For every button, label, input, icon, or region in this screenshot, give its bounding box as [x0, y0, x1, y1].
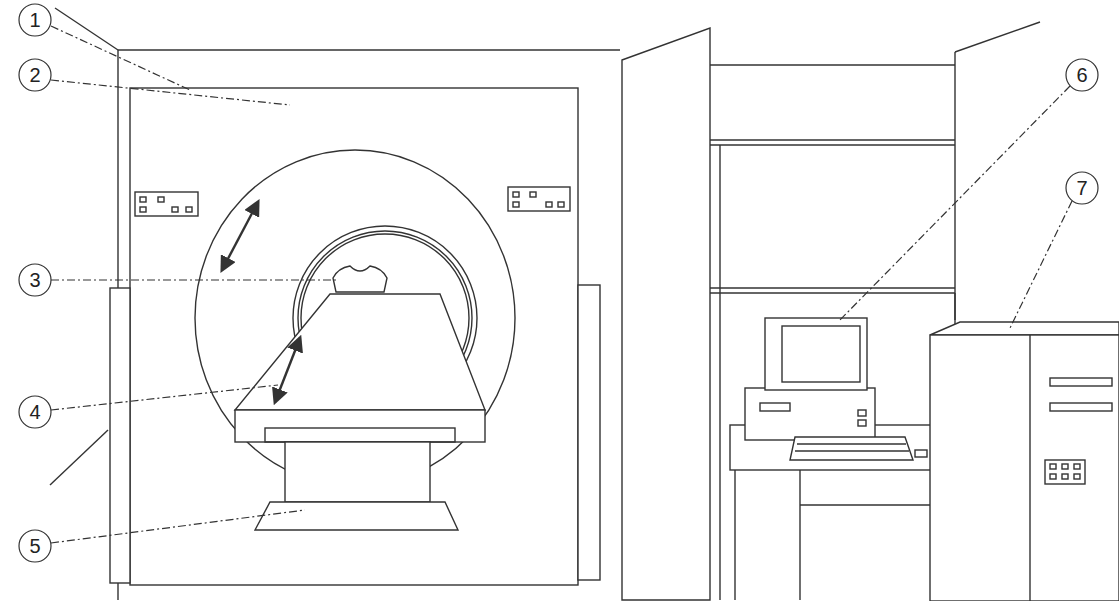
callout-number: 5: [20, 531, 50, 561]
computer-cabinet: [930, 322, 1119, 601]
rotating-gantry-ring: [195, 150, 515, 486]
callout-number: 7: [1067, 173, 1097, 203]
callout-number: 6: [1067, 60, 1097, 90]
patient-table: [235, 294, 485, 530]
callout-number: 1: [20, 5, 50, 35]
callout-number: 4: [20, 397, 50, 427]
callout-markers: [19, 4, 1098, 562]
room-lines: [50, 8, 1040, 600]
callout-number: 2: [20, 60, 50, 90]
callout-number: 3: [20, 265, 50, 295]
head-holder: [333, 266, 387, 292]
partition-wall: [622, 28, 710, 600]
gantry-housing: [110, 88, 600, 585]
